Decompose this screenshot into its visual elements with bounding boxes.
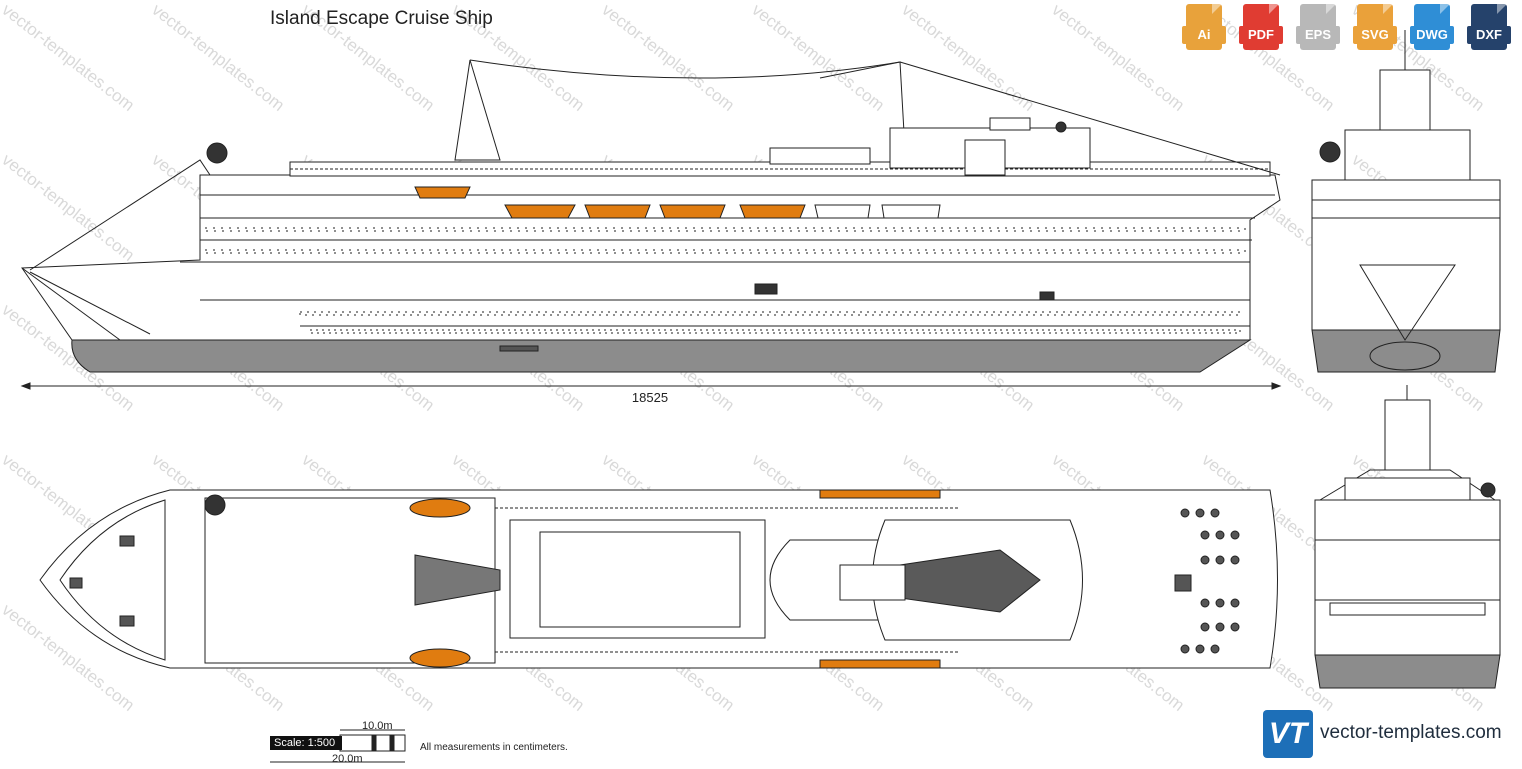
side-tenders (814, 204, 941, 219)
length-dimension-label: 18525 (631, 390, 669, 405)
format-dwg[interactable]: DWG (1410, 4, 1454, 50)
scale-label: Scale: 1:500 (270, 736, 342, 750)
format-label: Ai (1182, 26, 1226, 44)
format-label: PDF (1239, 26, 1283, 44)
length-dimension (20, 382, 1282, 390)
front-view (1311, 30, 1501, 373)
measurement-note: All measurements in centimeters. (420, 742, 568, 753)
diagram-title: Island Escape Cruise Ship (270, 8, 493, 29)
format-label: EPS (1296, 26, 1340, 44)
rear-view (1314, 385, 1501, 689)
top-view (39, 489, 1278, 669)
scale-top-label: 10.0m (362, 720, 393, 732)
format-svg[interactable]: SVG (1353, 4, 1397, 50)
format-ai[interactable]: Ai (1182, 4, 1226, 50)
format-label: DWG (1410, 26, 1454, 44)
side-superstructure (21, 174, 1281, 341)
side-hull (71, 339, 1252, 373)
site-name[interactable]: vector-templates.com (1320, 722, 1502, 743)
format-dxf[interactable]: DXF (1467, 4, 1511, 50)
top-lifeboats (409, 489, 941, 669)
format-eps[interactable]: EPS (1296, 4, 1340, 50)
format-label: SVG (1353, 26, 1397, 44)
top-deck-fixtures (69, 508, 1240, 654)
format-label: DXF (1467, 26, 1511, 44)
side-view (21, 59, 1281, 373)
format-pdf[interactable]: PDF (1239, 4, 1283, 50)
side-windows (204, 227, 1246, 334)
vt-logo-icon[interactable]: VT (1263, 710, 1313, 758)
side-lifeboats (414, 186, 806, 219)
scale-bottom-label: 20.0m (332, 753, 363, 765)
